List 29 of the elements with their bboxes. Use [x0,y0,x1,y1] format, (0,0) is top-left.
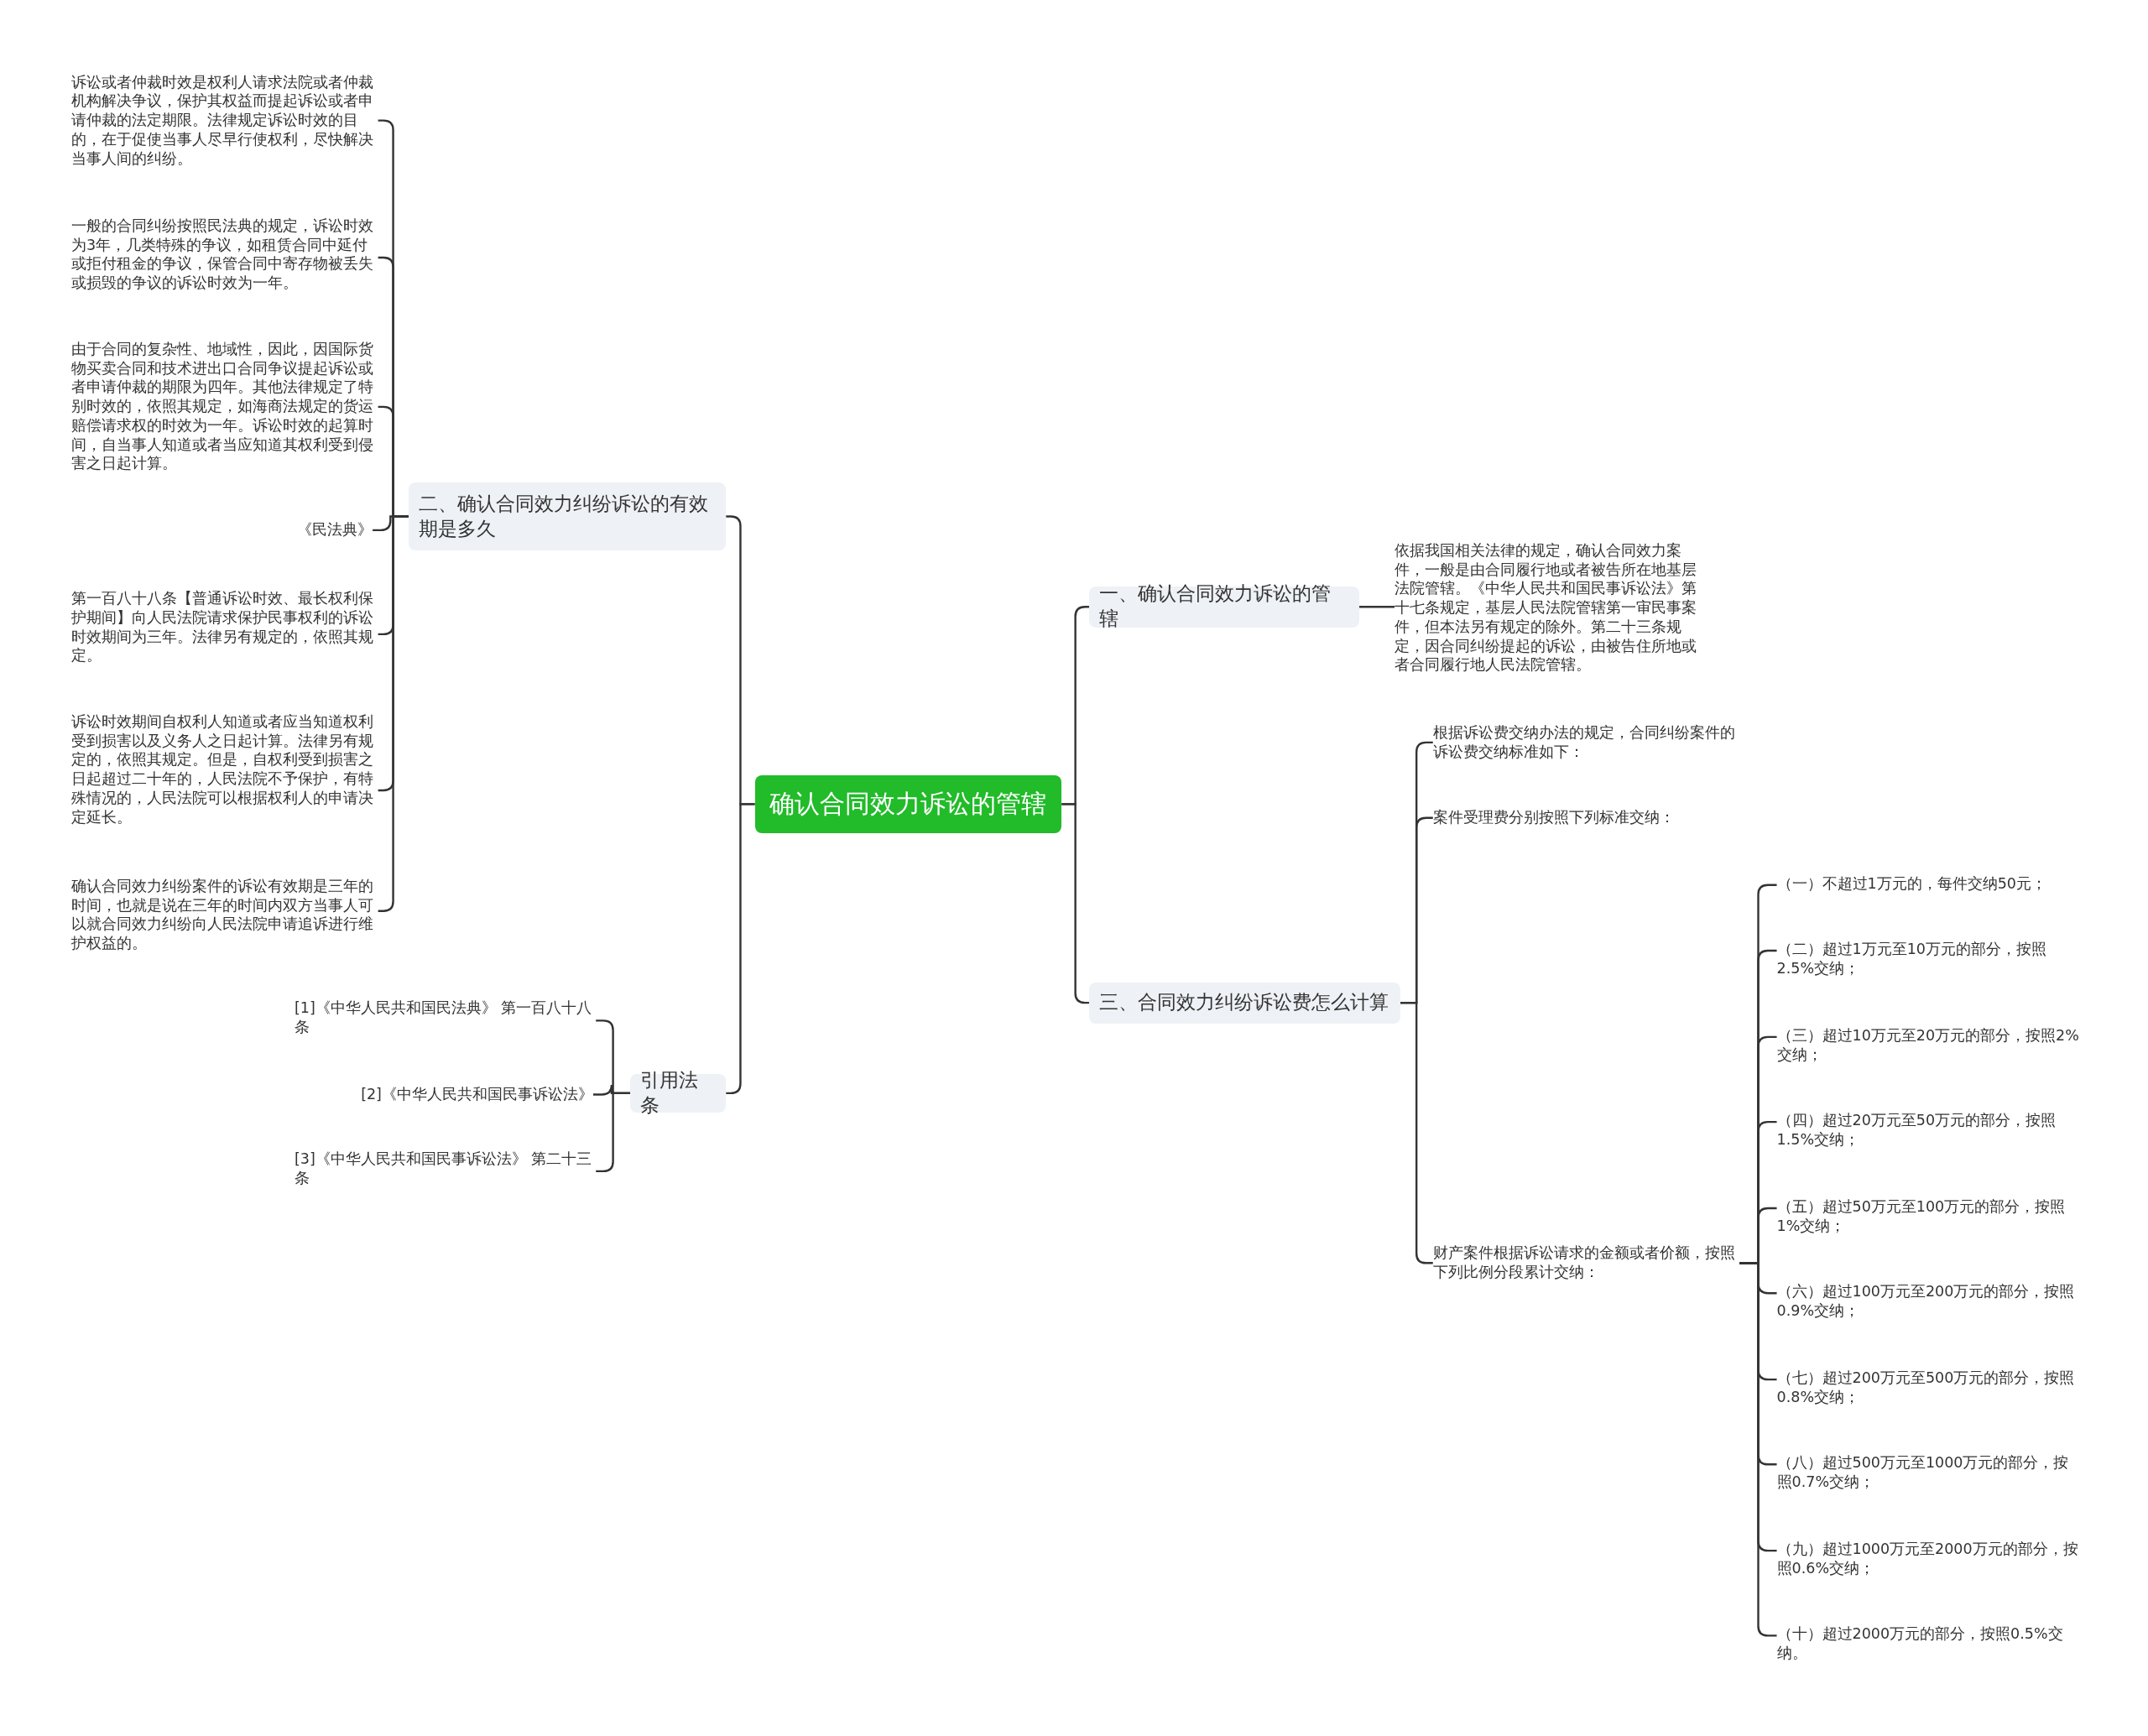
note-text: 第一百八十八条【普通诉讼时效、最长权利保护期间】向人民法院请求保护民事权利的诉讼时效期间为三年。法律另有规定的，依照其规定。 [70,589,378,666]
note-text: 由于合同的复杂性、地域性，因此，因国际货物买卖合同和技术进出口合同争议提起诉讼或者申请仲裁的期限为四年。其他法律规定了特别时效的，依照其规定，如海商法规定的货运赔偿请求权的时效为一年。诉讼时效的起算时间，自当事人知道或者当应知道其权利受到侵害之日起计算。 [70,339,378,474]
note-text: （二）超过1万元至10万元的部分，按照2.5%交纳； [1776,940,2081,978]
note-text: 依据我国相关法律的规定，确认合同效力案件，一般是由合同履行地或者被告所在地基层法院管辖。《中华人民共和国民事诉讼法》第十七条规定，基层人民法院管辖第一审民事案件，但本法另有规定的除外。第二十三条规定，因合同纠纷提起的诉讼，由被告住所地或者合同履行地人民法院管辖。 [1395,540,1702,675]
note-text: （六）超过100万元至200万元的部分，按照0.9%交纳； [1776,1282,2081,1321]
note-text: 确认合同效力纠纷案件的诉讼有效期是三年的时间，也就是说在三年的时间内双方当事人可以就合同效力纠纷向人民法院申请追诉进行维护权益的。 [70,876,378,953]
note-text: （八）超过500万元至1000万元的部分，按照0.7%交纳； [1776,1453,2081,1492]
note-text: （十）超过2000万元的部分，按照0.5%交纳。 [1776,1624,2081,1663]
note-text: （一）不超过1万元的，每件交纳50元； [1776,873,2081,894]
note-text: 一般的合同纠纷按照民法典的规定，诉讼时效为3年，几类特殊的争议，如租赁合同中延付或拒付租金的争议，保管合同中寄存物被丢失或损毁的争议的诉讼时效为一年。 [70,216,378,293]
note-text: （四）超过20万元至50万元的部分，按照1.5%交纳； [1776,1111,2081,1150]
note-text: 案件受理费分别按照下列标准交纳： [1432,808,1740,827]
topic-box: 三、合同效力纠纷诉讼费怎么计算 [1088,982,1400,1024]
note-text: 财产案件根据诉讼请求的金额或者价额，按照下列比例分段累计交纳： [1432,1243,1740,1282]
central-topic-box: 确认合同效力诉讼的管辖 [754,775,1062,833]
note-text: 《民法典》 [70,520,373,540]
note-text: （三）超过10万元至20万元的部分，按照2%交纳； [1776,1025,2081,1065]
topic-box: 二、确认合同效力纠纷诉讼的有效期是多久 [408,482,727,551]
note-text: （五）超过50万元至100万元的部分，按照1%交纳； [1776,1196,2081,1236]
note-text: [3]《中华人民共和国民事诉讼法》 第二十三条 [295,1149,597,1188]
topic-box: 一、确认合同效力诉讼的管辖 [1088,586,1359,628]
connector-line [1358,606,1395,608]
note-text: 诉讼或者仲裁时效是权利人请求法院或者仲裁机构解决争议，保护其权益而提起诉讼或者申请仲裁的法定期限。法律规定诉讼时效的目的，在于促使当事人尽早行使权利，尽快解决当事人间的纠纷。 [70,72,378,169]
note-text: [1]《中华人民共和国民法典》 第一百八十八条 [295,998,597,1037]
note-text: （七）超过200万元至500万元的部分，按照0.8%交纳； [1776,1368,2081,1407]
note-text: 诉讼时效期间自权利人知道或者应当知道权利受到损害以及义务人之日起计算。法律另有规定的，依照其规定。但是，自权利受到损害之日起超过二十年的，人民法院不予保护，有特殊情况的，人民法院可以根据权利人的申请决定延长。 [70,712,378,827]
note-text: [2]《中华人民共和国民事诉讼法》 [295,1085,593,1104]
note-text: （九）超过1000万元至2000万元的部分，按照0.6%交纳； [1776,1540,2081,1578]
note-text: 根据诉讼费交纳办法的规定，合同纠纷案件的诉讼费交纳标准如下： [1432,723,1740,762]
